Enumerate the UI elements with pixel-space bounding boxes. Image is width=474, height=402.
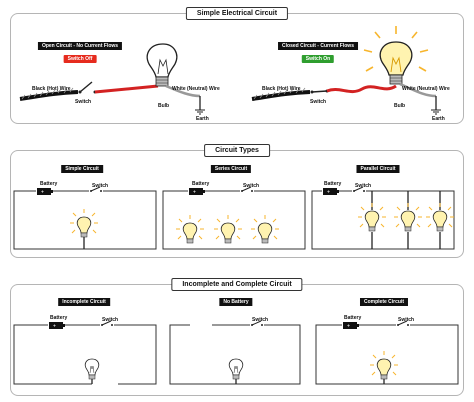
battery-label: Battery: [40, 181, 58, 187]
switch-off-badge: Switch Off: [63, 55, 97, 63]
switch-lever-open: [79, 81, 93, 93]
black-hot-wire: [19, 90, 79, 101]
earth-label: Earth: [432, 116, 445, 122]
circuit-loop: [13, 190, 157, 250]
switch-on-badge: Switch On: [301, 55, 335, 63]
switch-label: Switch: [310, 99, 327, 105]
switch-label: Switch: [75, 99, 92, 105]
switch-lever-closed: [311, 90, 328, 93]
black-hot-wire-label: Black (Hot) Wire: [262, 86, 301, 92]
earth-ground-icon: [431, 109, 441, 115]
lightbulb-lit-icon: [369, 350, 399, 380]
circuit-loop: [162, 190, 306, 250]
black-hot-wire: [251, 90, 311, 101]
battery-label: Battery: [192, 181, 210, 187]
red-wire: [326, 84, 397, 94]
switch-label: Switch: [92, 183, 109, 189]
battery-label: Battery: [324, 181, 342, 187]
panel-title: Simple Electrical Circuit: [185, 7, 289, 20]
no-battery-tag: No Battery: [219, 298, 253, 306]
incomplete-circuit-diagram: [13, 320, 157, 385]
circuit-loop: [311, 190, 455, 250]
bulb-label: Bulb: [394, 103, 406, 109]
panel-title: Circuit Types: [204, 144, 270, 157]
series-circuit-diagram: [162, 186, 306, 250]
complete-circuit-tag: Complete Circuit: [359, 298, 409, 306]
panel-title: Incomplete and Complete Circuit: [171, 278, 303, 291]
lightbulb-icon: [146, 43, 178, 87]
circuit-loop: [315, 324, 459, 385]
lightbulb-unlit-icon: [228, 358, 244, 380]
closed-circuit-tag: Closed Circuit - Current Flows: [278, 42, 358, 50]
closed-circuit-illustration: [251, 26, 441, 115]
bulb-label: Bulb: [158, 103, 170, 109]
open-circuit-tag: Open Circuit - No Current Flows: [37, 42, 123, 50]
open-circuit-illustration: [19, 43, 205, 115]
switch-label: Switch: [398, 317, 415, 323]
circuit-loop-broken: [169, 324, 301, 385]
battery-label: Battery: [50, 315, 68, 321]
simple-circuit-tag: Simple Circuit: [61, 165, 103, 173]
battery-label: Battery: [344, 315, 362, 321]
parallel-circuit-tag: Parallel Circuit: [356, 165, 400, 173]
lightbulb-lit-icon: [379, 41, 413, 85]
earth-label: Earth: [196, 116, 209, 122]
incomplete-circuit-tag: Incomplete Circuit: [58, 298, 110, 306]
earth-ground-icon: [195, 109, 205, 115]
switch-label: Switch: [102, 317, 119, 323]
switch-label: Switch: [355, 183, 372, 189]
black-hot-wire-label: Black (Hot) Wire: [32, 86, 71, 92]
battery-icon: [343, 322, 359, 330]
lightbulb-unlit-icon: [84, 358, 100, 380]
simple-circuit-diagram: [13, 186, 157, 250]
white-neutral-wire-label: White (Neutral) Wire: [172, 86, 220, 92]
battery-icon: [49, 322, 65, 330]
parallel-circuit-diagram: [311, 186, 455, 250]
red-wire: [94, 84, 159, 94]
white-neutral-wire-label: White (Neutral) Wire: [402, 86, 450, 92]
no-battery-diagram: [169, 320, 301, 385]
circuit-loop-broken: [13, 324, 157, 385]
series-circuit-tag: Series Circuit: [210, 165, 252, 173]
switch-label: Switch: [252, 317, 269, 323]
light-glow-rays: [363, 26, 429, 72]
switch-label: Switch: [243, 183, 260, 189]
white-neutral-wire: [165, 84, 201, 98]
complete-circuit-diagram: [315, 320, 459, 385]
white-neutral-wire: [399, 82, 437, 98]
